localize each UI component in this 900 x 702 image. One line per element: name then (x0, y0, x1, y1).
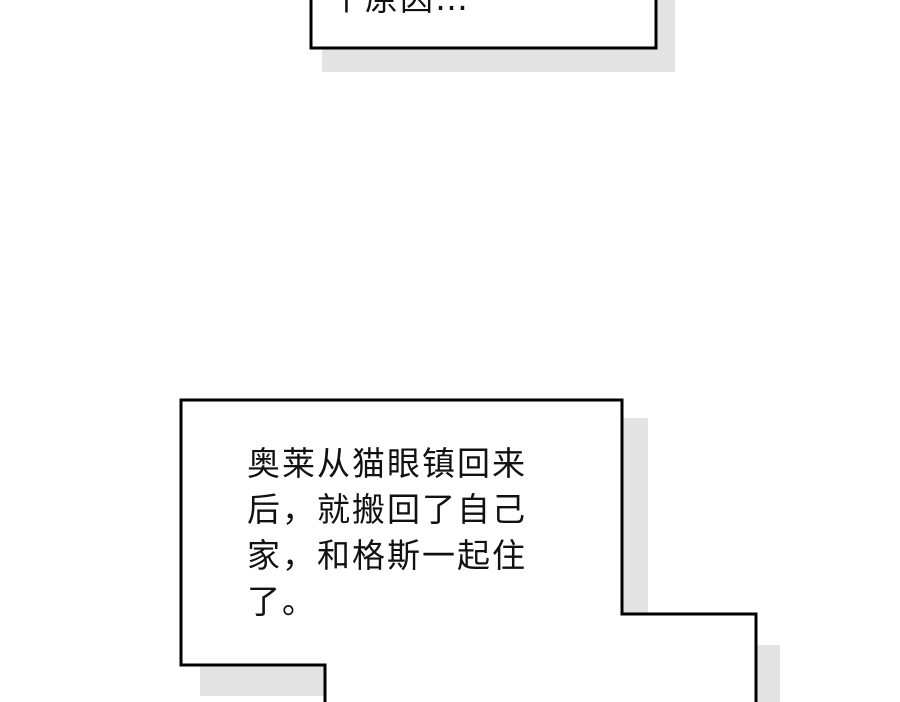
caption-line: 奥莱从猫眼镇回来 (247, 444, 527, 483)
caption-line: 了。 (247, 582, 317, 621)
caption-text-1: 个原因… (330, 0, 470, 22)
caption-line: 家，和格斯一起住 (247, 536, 527, 575)
caption-line: 个原因… (330, 0, 470, 22)
caption-box-2-shadow-right (622, 418, 648, 614)
caption-box-1 (309, 0, 658, 50)
caption-box-2-shadow-lower-right (756, 645, 780, 702)
caption-text-2: 奥莱从猫眼镇回来 后，就搬回了自己 家，和格斯一起住 了。 (247, 441, 527, 625)
caption-box-2-shadow-bottom (200, 666, 325, 696)
caption-box-2 (179, 398, 758, 702)
caption-line: 后，就搬回了自己 (247, 490, 527, 529)
